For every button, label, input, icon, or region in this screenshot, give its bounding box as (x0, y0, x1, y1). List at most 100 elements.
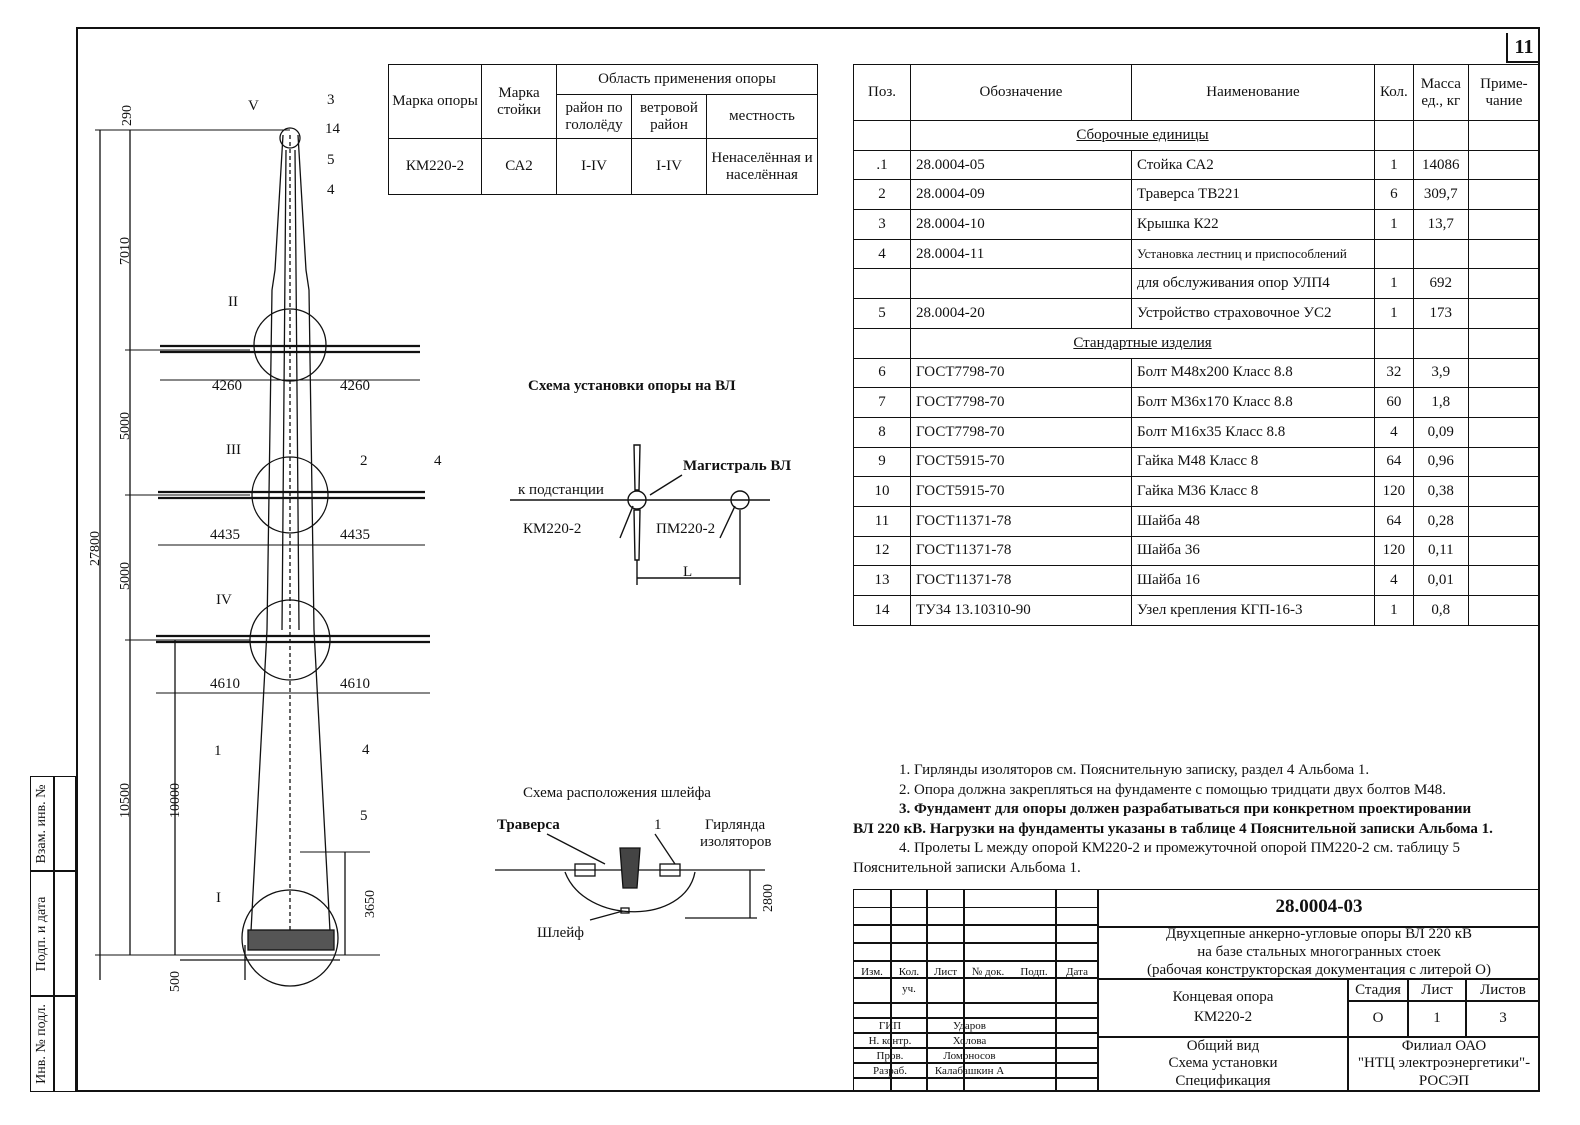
spec-designation: 28.0004-11 (910, 238, 1132, 270)
spec-mass: 14086 (1412, 149, 1469, 181)
tb-org-3: РОСЭП (1418, 1073, 1470, 1089)
spec-note (1467, 179, 1541, 211)
app-ice: I-IV (556, 138, 632, 195)
callout-5-low: 5 (360, 808, 368, 824)
app-post: СА2 (481, 138, 557, 195)
stamp-orig-inv: Инв. № подл. (34, 1004, 49, 1084)
app-col-mark: Марка опоры (388, 64, 482, 139)
spec-note (1467, 535, 1541, 567)
tb-drawing-name-2: КМ220-2 (1193, 1009, 1253, 1025)
spec-table: Поз. Обозначение Наименование Кол. Масса… (853, 64, 1541, 626)
spec-name: Гайка М36 Класс 8 (1131, 476, 1375, 507)
spec-name: для обслуживания опор УЛП4 (1131, 268, 1375, 300)
dim-3650: 3650 (363, 890, 378, 918)
app-area-header: Область применения опоры (556, 64, 818, 95)
spec-h-name: Наименование (1131, 64, 1375, 121)
dim-27800: 27800 (88, 531, 103, 566)
spec-mass: 1,8 (1412, 387, 1469, 418)
dim-5000-b: 5000 (118, 562, 133, 590)
spec-note (1467, 149, 1541, 181)
spec-name: Шайба 48 (1131, 505, 1375, 537)
spec-pos: 13 (853, 565, 911, 596)
spec-name: Болт М36х170 Класс 8.8 (1131, 387, 1375, 418)
app-col-wind: ветровой район (631, 94, 707, 139)
spec-note (1467, 357, 1541, 389)
loop-callout-1: 1 (654, 817, 662, 833)
application-table: Марка опоры Марка стойки Область примене… (388, 64, 818, 195)
spec-qty (1374, 238, 1414, 270)
tb-drawing-name-1: Концевая опора (1172, 989, 1274, 1005)
spec-mass: 3,9 (1412, 357, 1469, 389)
notes-block: 1. Гирлянды изоляторов см. Пояснительную… (853, 761, 1533, 878)
app-col-post: Марка стойки (481, 64, 557, 139)
spec-qty: 4 (1374, 565, 1414, 596)
spec-pos: 14 (853, 595, 911, 626)
spec-note (1467, 268, 1541, 300)
app-mark: КМ220-2 (388, 138, 482, 195)
loop-insulator-1: Гирлянда (705, 817, 766, 833)
tb-sig-name-3: Калабашкин А (934, 1065, 1005, 1077)
callout-iv: IV (216, 592, 232, 608)
loop-traverse: Траверса (497, 817, 560, 833)
spec-note (1467, 565, 1541, 596)
spec-mass: 0,38 (1412, 476, 1469, 507)
dim-10500: 10500 (118, 783, 133, 818)
spec-h-pos: Поз. (853, 64, 911, 121)
spec-qty: 120 (1374, 476, 1414, 507)
spec-mass: 173 (1412, 298, 1469, 329)
install-scheme-title: Схема установки опоры на ВЛ (528, 378, 736, 394)
spec-pos: 12 (853, 535, 911, 567)
tower-drawing (95, 127, 430, 987)
dim-290: 290 (120, 105, 135, 126)
spec-name: Узел крепления КГП-16-3 (1131, 595, 1375, 626)
spec-pos: 11 (853, 505, 911, 537)
spec-qty: 64 (1374, 505, 1414, 537)
callout-5-top: 5 (327, 152, 335, 168)
spec-mass: 13,7 (1412, 209, 1469, 240)
spec-designation: ГОСТ7798-70 (910, 416, 1132, 448)
spec-qty: 1 (1374, 268, 1414, 300)
loop-label: Шлейф (537, 925, 585, 941)
dim-arm-2-right: 4260 (340, 378, 370, 394)
spec-name: Крышка К22 (1131, 209, 1375, 240)
spec-note (1467, 238, 1541, 270)
tb-sig-name-2: Ломоносов (943, 1050, 996, 1062)
note-3: 3. Фундамент для опоры должен разрабатыв… (899, 801, 1472, 817)
spec-name: Шайба 16 (1131, 565, 1375, 596)
install-span-label: L (683, 564, 693, 580)
spec-pos (853, 268, 911, 300)
spec-qty: 6 (1374, 179, 1414, 211)
tb-change-h-4: Подп. (1020, 966, 1048, 978)
install-km-label: КМ220-2 (523, 521, 582, 537)
tb-content-1: Общий вид (1186, 1038, 1260, 1054)
spec-designation: ГОСТ5915-70 (910, 446, 1132, 478)
tb-sig-role-3: Разраб. (872, 1065, 908, 1077)
callout-4-arm: 4 (434, 453, 442, 469)
spec-qty: 32 (1374, 357, 1414, 389)
stamp-replace-inv: Взам. инв. № (34, 784, 49, 864)
spec-name: Траверса ТВ221 (1131, 179, 1375, 211)
spec-h-qty: Кол. (1374, 64, 1414, 121)
callout-2: 2 (360, 453, 368, 469)
tb-project-3: (рабочая конструкторская документация с … (1147, 962, 1491, 978)
spec-mass: 0,8 (1412, 595, 1469, 626)
spec-name: Гайка М48 Класс 8 (1131, 446, 1375, 478)
dim-arm-4-left: 4610 (210, 676, 240, 692)
stamp-sign-date: Подп. и дата (34, 896, 49, 972)
tb-org-1: Филиал ОАО (1401, 1038, 1487, 1054)
install-scheme-drawing (510, 444, 770, 585)
note-4-cont: Пояснительной записки Альбома 1. (853, 859, 1081, 876)
spec-note (1467, 595, 1541, 626)
spec-pos: 5 (853, 298, 911, 329)
spec-pos: 10 (853, 476, 911, 507)
spec-qty: 1 (1374, 298, 1414, 329)
note-3-cont: ВЛ 220 кВ. Нагрузки на фундаменты указан… (853, 820, 1493, 837)
spec-mass: 0,09 (1412, 416, 1469, 448)
tb-sig-name-1: Холова (952, 1035, 987, 1047)
spec-qty: 1 (1374, 595, 1414, 626)
